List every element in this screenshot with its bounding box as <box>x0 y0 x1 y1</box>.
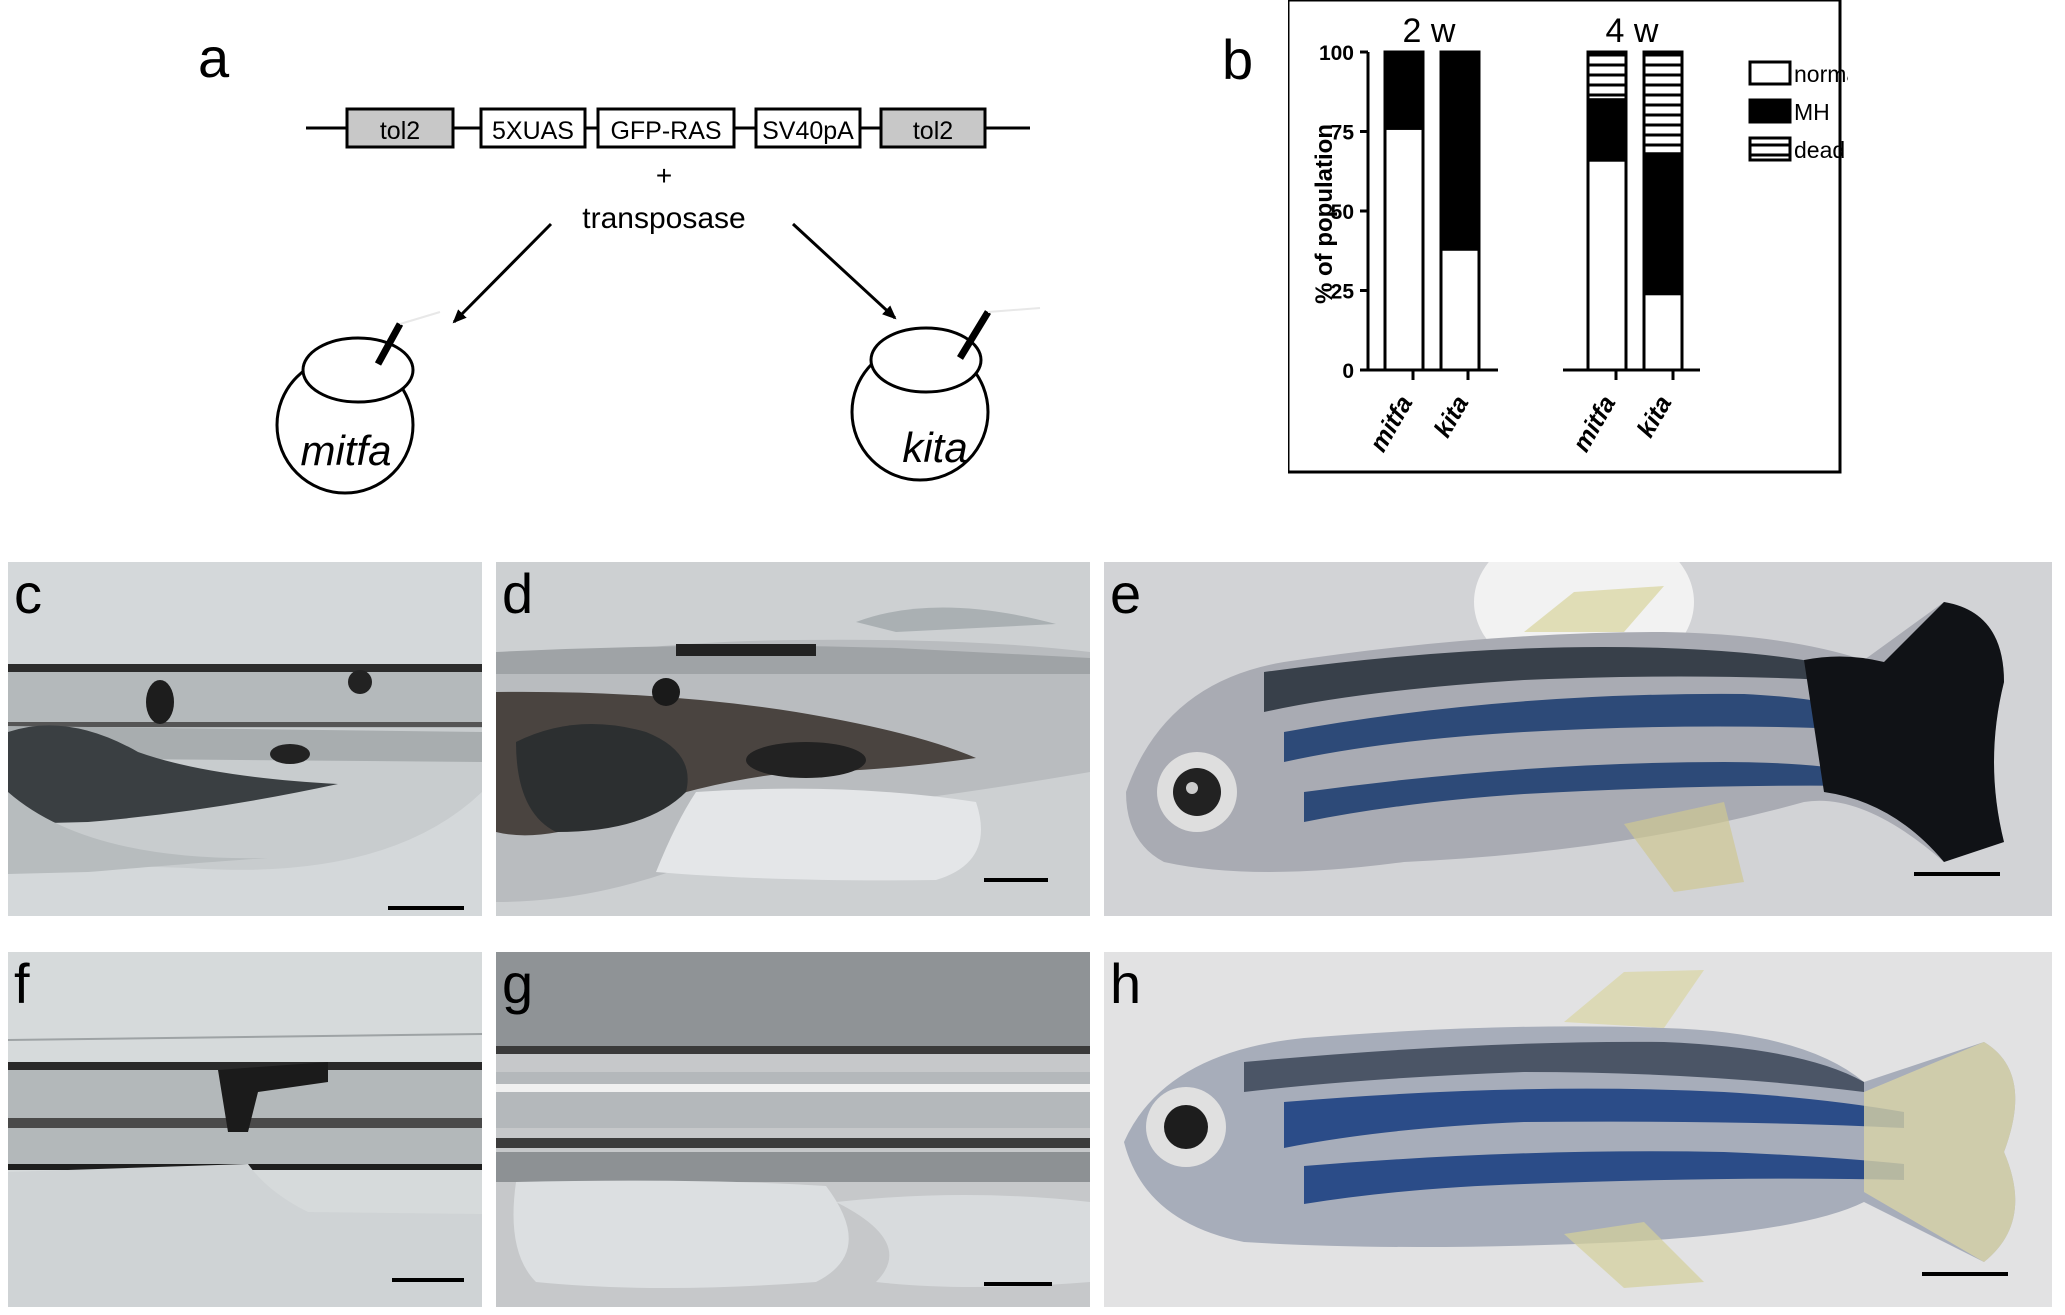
photo-panel-e: e <box>1104 562 2052 916</box>
construct-element-tol2-left: tol2 <box>345 107 455 149</box>
injection-needle-kita <box>957 310 991 360</box>
legend-swatch <box>1748 98 1792 124</box>
x-tick-label: kita <box>1632 391 1678 442</box>
photo-panel-c: c <box>8 562 482 916</box>
panel-label-b: b <box>1222 28 1254 91</box>
plus-sign: + <box>656 160 672 191</box>
arrow-to-kita <box>791 222 897 320</box>
svg-text:tol2: tol2 <box>380 117 420 145</box>
group-label: 2 w <box>1403 12 1456 50</box>
group-label: 4 w <box>1606 12 1659 50</box>
y-tick-label: 0 <box>1342 360 1354 383</box>
panel-label-g: g <box>502 952 534 1015</box>
y-axis-label: % of population <box>1311 124 1338 304</box>
bar-segment-mh <box>1586 98 1628 162</box>
legend-label: MH <box>1794 99 1830 125</box>
photo-panel-g: g <box>496 952 1090 1307</box>
construct-element-gfp-ras: GFP-RAS <box>596 107 736 149</box>
legend-swatch <box>1748 60 1792 86</box>
bar-segment-dead <box>1642 50 1684 156</box>
panel-label-d: d <box>502 562 534 625</box>
x-tick-label: mitfa <box>1364 391 1418 457</box>
transposase-label: transposase <box>582 202 745 235</box>
photo-panel-f: f <box>8 952 482 1307</box>
bar-segment-mh <box>1642 152 1684 296</box>
y-tick-label: 25 <box>1331 281 1355 304</box>
chart-frame <box>1288 0 1842 474</box>
arrow-to-mitfa <box>452 222 553 324</box>
embryo-kita: kita <box>850 307 1041 482</box>
svg-text:SV40pA: SV40pA <box>762 117 854 145</box>
svg-text:GFP-RAS: GFP-RAS <box>610 117 721 145</box>
construct-element-sv40pa: SV40pA <box>754 107 862 149</box>
svg-text:5XUAS: 5XUAS <box>492 117 574 145</box>
bar-segment-normal <box>1586 158 1628 372</box>
panel-label-c: c <box>14 562 42 625</box>
svg-text:tol2: tol2 <box>913 117 953 145</box>
y-tick-label: 100 <box>1319 42 1354 65</box>
panel-label-h: h <box>1110 952 1142 1015</box>
panel-label-f: f <box>14 952 30 1015</box>
bar-segment-mh <box>1439 50 1481 251</box>
construct-diagram: tol2 5XUAS GFP-RAS SV40pA tol2 + transpo… <box>275 107 1041 495</box>
construct-element-tol2-right: tol2 <box>879 107 987 149</box>
construct-element-5xuas: 5XUAS <box>479 107 587 149</box>
embryo-label-kita: kita <box>902 424 967 471</box>
bar-segment-dead <box>1586 50 1628 102</box>
y-tick-label: 75 <box>1331 122 1355 145</box>
injection-needle-mitfa <box>374 322 404 366</box>
bar-segment-normal <box>1439 247 1481 372</box>
embryo-mitfa: mitfa <box>275 311 441 495</box>
bar-segment-mh <box>1383 50 1425 130</box>
photo-panel-d: d <box>496 562 1090 916</box>
bar-segment-normal <box>1642 292 1684 372</box>
y-tick-label: 50 <box>1331 201 1354 224</box>
legend-swatch <box>1748 136 1792 162</box>
x-tick-label: mitfa <box>1567 391 1621 457</box>
embryo-label-mitfa: mitfa <box>300 427 391 474</box>
legend-label: dead <box>1794 137 1845 163</box>
panel-label-e: e <box>1110 562 1142 625</box>
bar-segment-normal <box>1383 126 1425 372</box>
legend-label: normal <box>1794 61 1848 87</box>
x-tick-label: kita <box>1429 391 1475 442</box>
panel-label-a: a <box>198 26 230 89</box>
photo-panel-h: h <box>1104 952 2052 1307</box>
